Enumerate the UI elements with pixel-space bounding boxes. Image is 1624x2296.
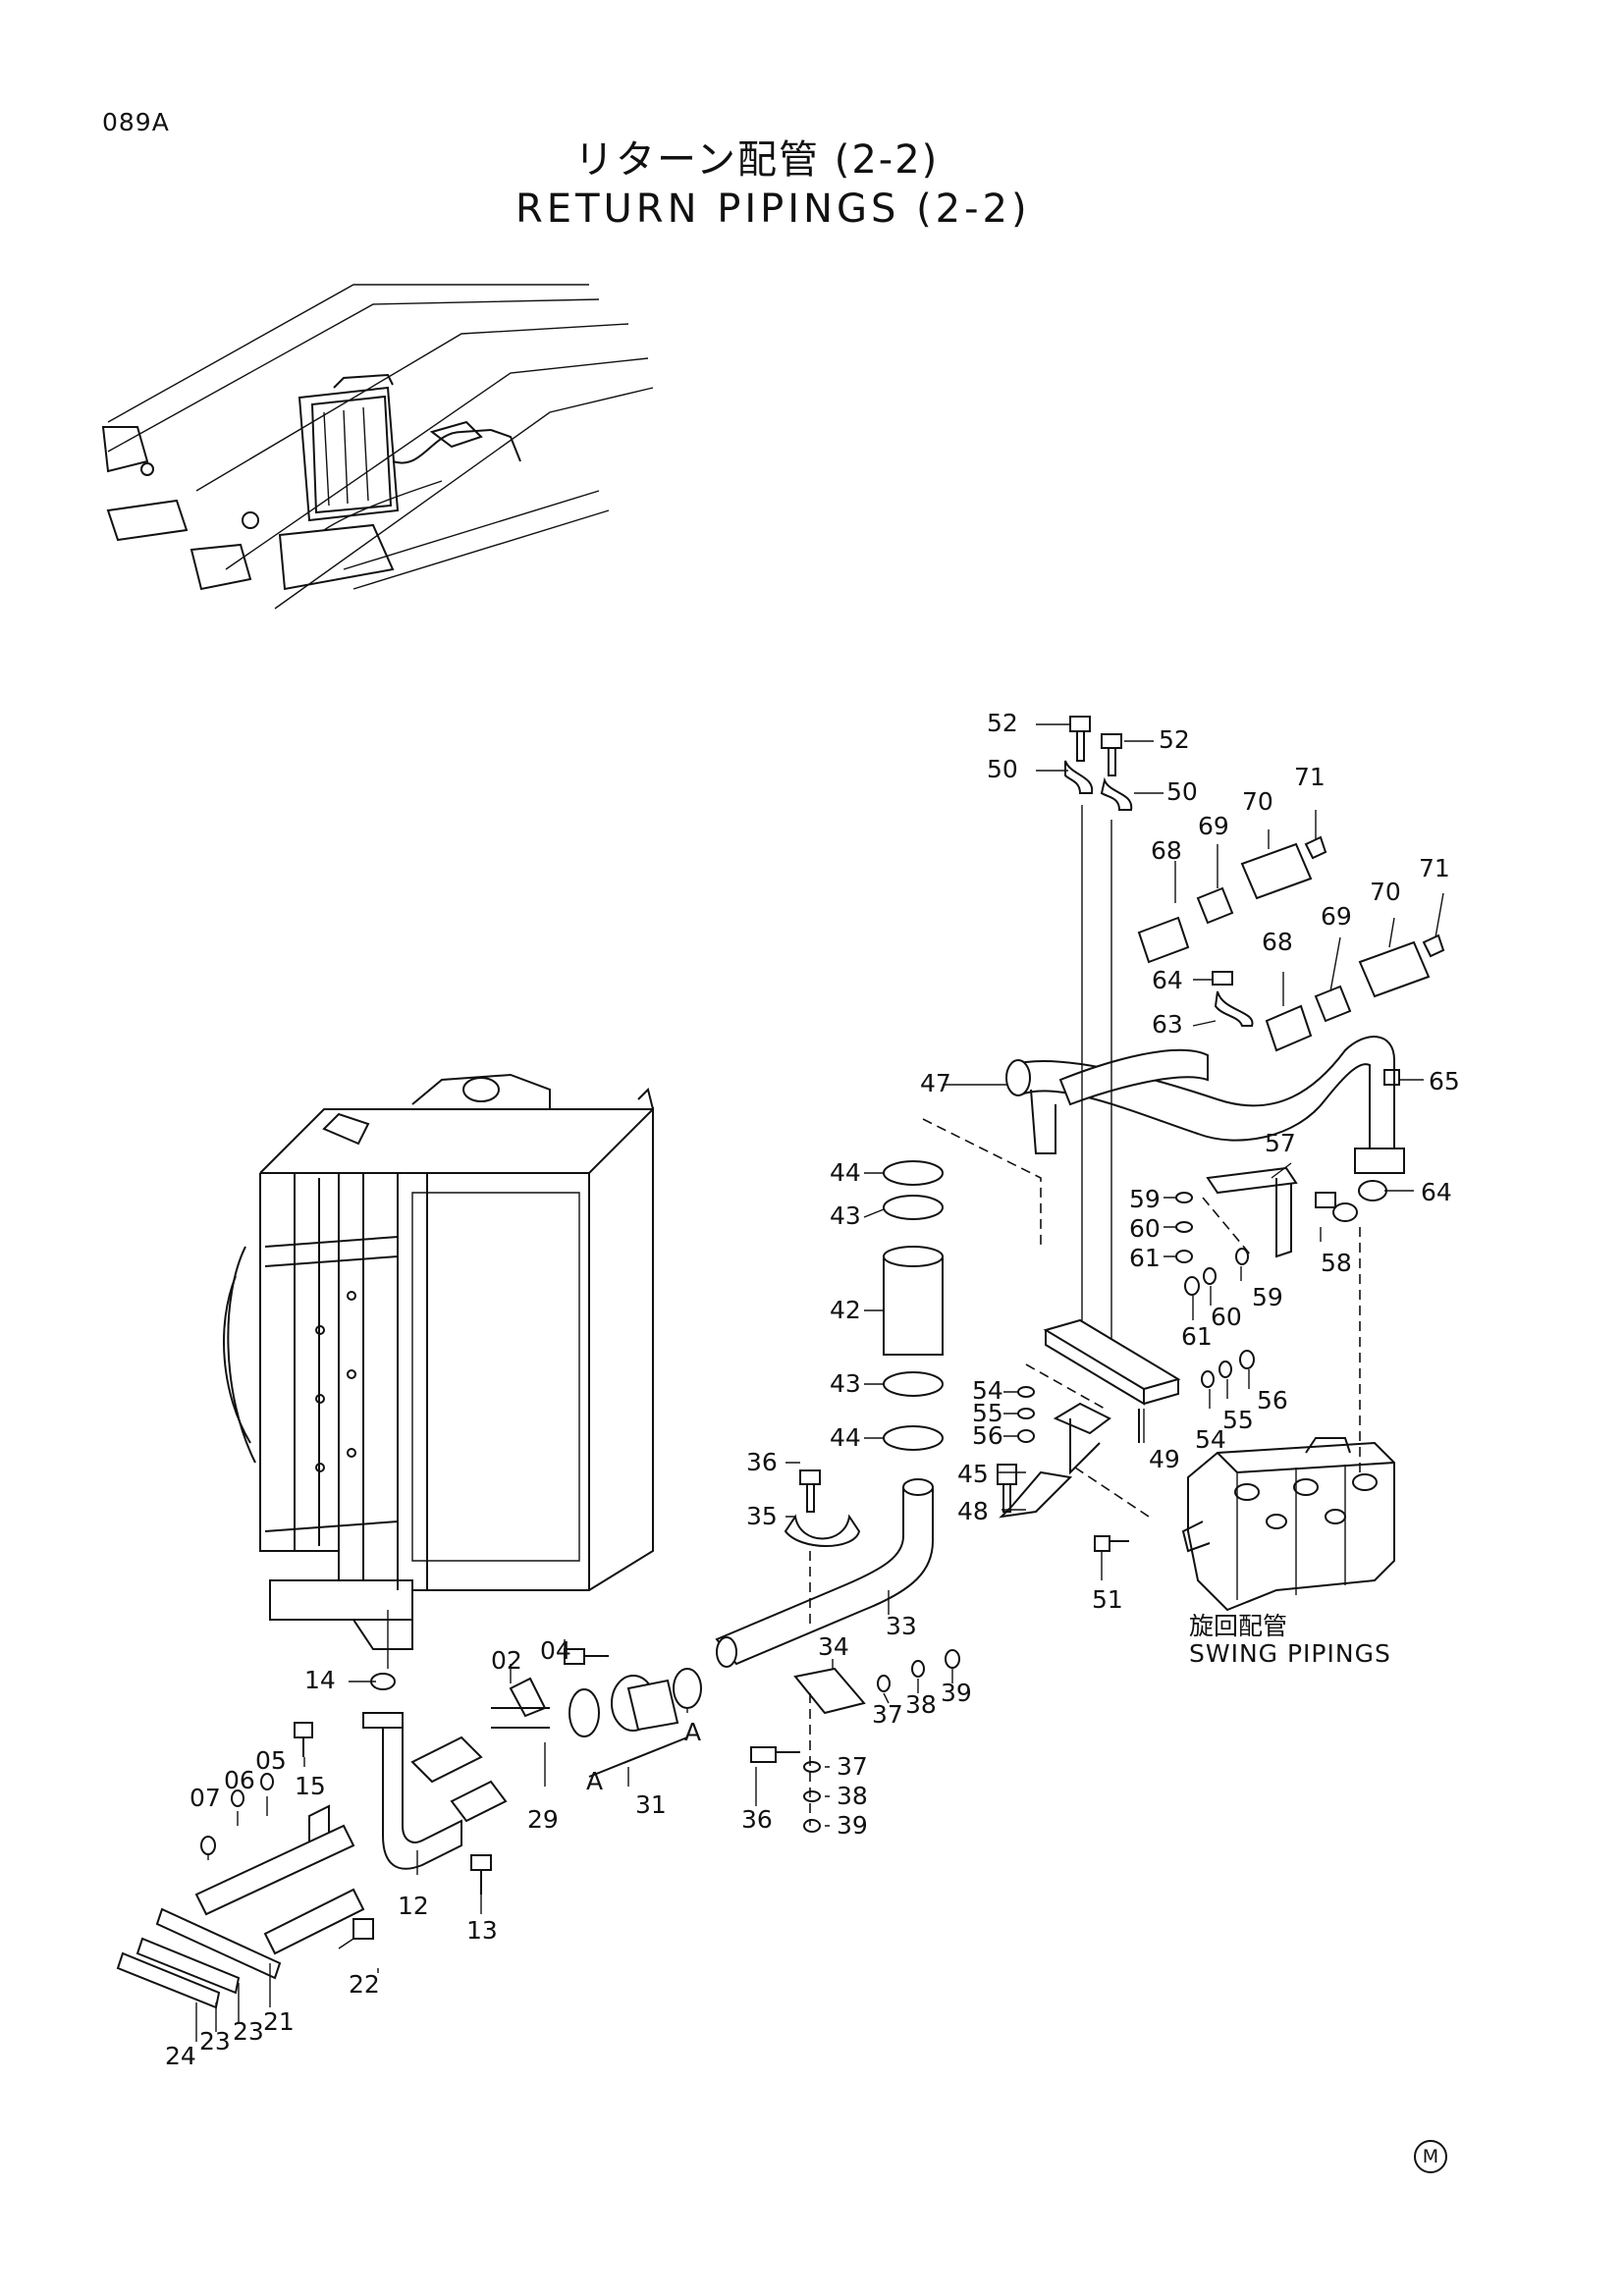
swing-valve-assembly xyxy=(1181,1227,1395,1612)
section-mark-a: A xyxy=(586,1767,603,1795)
part-label-63: 64 xyxy=(1152,966,1183,994)
part-label-50: 50 xyxy=(987,755,1018,783)
part-label-49: 49 xyxy=(1149,1445,1180,1473)
clamp-35 xyxy=(784,1469,861,1629)
part-label-65: 65 xyxy=(1429,1067,1460,1095)
part-label-58: 58 xyxy=(1321,1249,1352,1277)
part-label-31: 31 xyxy=(635,1790,667,1819)
part-label-56: 56 xyxy=(1257,1386,1288,1415)
swing-pipings-label-en: SWING PIPINGS xyxy=(1189,1639,1391,1668)
hose-assembly-42 xyxy=(883,1160,944,1451)
washers-and-nuts xyxy=(200,1180,1387,1895)
part-label-52: 52 xyxy=(1159,725,1190,754)
part-label-13: 13 xyxy=(466,1916,498,1945)
pipe-47 xyxy=(922,1036,1405,1247)
part-label-06: 06 xyxy=(224,1766,255,1794)
part-label-23: 23 xyxy=(199,2027,231,2056)
part-label-44: 44 xyxy=(830,1423,861,1452)
part-label-23: 23 xyxy=(233,2017,264,2046)
title-english: RETURN PIPINGS (2-2) xyxy=(515,187,1031,232)
part-number-labels: 52 52 50 50 71 70 69 68 71 70 69 68 64 6… xyxy=(165,709,1460,2070)
pipe-33 xyxy=(715,1478,934,1668)
page-code: 089A xyxy=(102,108,170,136)
part-label-68: 68 xyxy=(1151,836,1182,865)
part-label-29: 29 xyxy=(527,1805,559,1834)
part-label-64: 64 xyxy=(1421,1178,1452,1206)
bracket-48 xyxy=(997,1402,1150,1552)
part-label-70: 70 xyxy=(1370,878,1401,906)
part-label-22: 22 xyxy=(349,1970,380,1999)
part-label-70: 70 xyxy=(1242,787,1273,816)
part-label-59: 59 xyxy=(1252,1283,1283,1311)
part-label-50: 50 xyxy=(1166,777,1198,806)
fittings-68-71 xyxy=(1137,835,1445,1208)
part-label-37: 37 xyxy=(837,1752,868,1781)
part-label-60: 60 xyxy=(1129,1214,1161,1243)
part-label-55: 55 xyxy=(972,1399,1003,1427)
part-label-71: 71 xyxy=(1294,763,1326,791)
part-label-59: 59 xyxy=(1129,1185,1161,1213)
part-label-42: 42 xyxy=(830,1296,861,1324)
part-label-48: 48 xyxy=(957,1497,989,1525)
part-label-39: 39 xyxy=(941,1679,972,1707)
part-label-61: 61 xyxy=(1129,1244,1161,1272)
part-label-15: 15 xyxy=(295,1772,326,1800)
part-label-36: 36 xyxy=(741,1805,773,1834)
part-label-45: 45 xyxy=(957,1460,989,1488)
part-label-55: 55 xyxy=(1222,1406,1254,1434)
title-japanese: リターン配管 (2-2) xyxy=(574,137,940,183)
part-label-54: 54 xyxy=(1195,1425,1226,1454)
part-label-62: 63 xyxy=(1152,1010,1183,1039)
part-label-57: 57 xyxy=(1265,1129,1296,1157)
part-label-69: 69 xyxy=(1321,902,1352,931)
part-label-69: 69 xyxy=(1198,812,1229,840)
section-mark-a: A xyxy=(684,1718,701,1746)
part-label-35: 35 xyxy=(746,1502,778,1530)
part-label-05: 05 xyxy=(255,1746,287,1775)
part-label-68: 68 xyxy=(1262,928,1293,956)
part-label-39: 39 xyxy=(837,1811,868,1840)
bracket-57 xyxy=(1202,1166,1358,1258)
pipe-12 xyxy=(116,1712,508,2042)
part-label-14: 14 xyxy=(304,1666,336,1694)
leader-lines xyxy=(207,723,1444,1973)
part-label-12: 12 xyxy=(398,1892,429,1920)
part-label-43: 43 xyxy=(830,1369,861,1398)
mounting-bolts-52-50 xyxy=(1064,716,1133,1355)
part-label-38: 38 xyxy=(905,1690,937,1719)
part-label-02: 02 xyxy=(491,1646,522,1675)
bracket-34 xyxy=(750,1667,866,1826)
joint-assembly-31 xyxy=(491,1648,702,1778)
part-label-04: 04 xyxy=(540,1636,571,1665)
part-label-33: 33 xyxy=(886,1612,917,1640)
part-label-56: 56 xyxy=(972,1421,1003,1450)
part-label-51: 51 xyxy=(1092,1585,1123,1614)
part-label-61: 61 xyxy=(1181,1322,1213,1351)
part-label-38: 38 xyxy=(837,1782,868,1810)
part-label-07: 07 xyxy=(189,1784,221,1812)
frame-overview-inset xyxy=(101,284,654,610)
part-label-24: 24 xyxy=(165,2042,196,2070)
part-label-37: 37 xyxy=(872,1700,903,1729)
swing-pipings-label-jp: 旋回配管 xyxy=(1189,1612,1288,1640)
part-label-71: 71 xyxy=(1419,854,1450,882)
part-label-60: 60 xyxy=(1211,1303,1242,1331)
bracket-49 xyxy=(1025,1318,1181,1443)
part-label-36: 36 xyxy=(746,1448,778,1476)
part-label-47: 47 xyxy=(920,1069,951,1097)
part-label-54: 54 xyxy=(972,1376,1003,1405)
part-label-43: 43 xyxy=(830,1201,861,1230)
radiator-assembly xyxy=(223,1073,654,1669)
corner-m-mark: M xyxy=(1414,2140,1447,2173)
part-label-34: 34 xyxy=(818,1632,849,1661)
part-label-21: 21 xyxy=(263,2007,295,2036)
part-label-44: 44 xyxy=(830,1158,861,1187)
part-label-52: 52 xyxy=(987,709,1018,737)
